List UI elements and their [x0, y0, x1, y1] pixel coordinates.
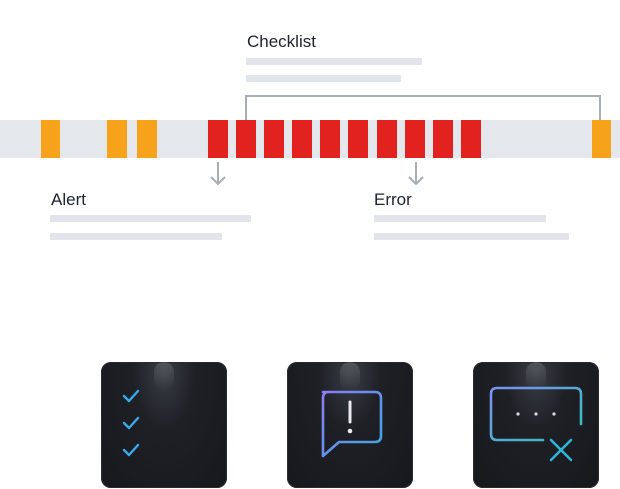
- red-segment: [461, 120, 481, 158]
- error-label: Error: [374, 190, 412, 209]
- checklist-bracket: [245, 95, 601, 120]
- orange-segment: [592, 120, 611, 158]
- red-segment: [264, 120, 284, 158]
- red-segment: [236, 120, 256, 158]
- card-glow: [340, 362, 360, 390]
- error-text-line-1: [374, 215, 546, 222]
- checklist-card: [101, 362, 227, 488]
- red-segment: [208, 120, 228, 158]
- alert-arrow-down-icon: [210, 162, 226, 186]
- orange-segment: [107, 120, 127, 158]
- checklist-text-line-2: [246, 75, 401, 82]
- orange-segment: [41, 120, 60, 158]
- alert-card: [287, 362, 413, 488]
- red-segment: [405, 120, 425, 158]
- alert-text-line-2: [50, 233, 222, 240]
- error-arrow-down-icon: [408, 162, 424, 186]
- red-segment: [348, 120, 368, 158]
- red-segment: [433, 120, 453, 158]
- checklist-label: Checklist: [247, 32, 316, 51]
- checklist-text-line-1: [246, 58, 422, 65]
- red-segment: [320, 120, 340, 158]
- error-card: [473, 362, 599, 488]
- card-glow: [154, 362, 174, 390]
- alert-text-line-1: [50, 215, 251, 222]
- alert-message-icon: [321, 390, 383, 458]
- card-glow: [526, 362, 546, 390]
- orange-segment: [137, 120, 157, 158]
- error-window-icon: [489, 386, 583, 462]
- error-text-line-2: [374, 233, 569, 240]
- red-segment: [377, 120, 397, 158]
- alert-label: Alert: [51, 190, 86, 209]
- red-segment: [292, 120, 312, 158]
- checklist-icon: [122, 389, 203, 457]
